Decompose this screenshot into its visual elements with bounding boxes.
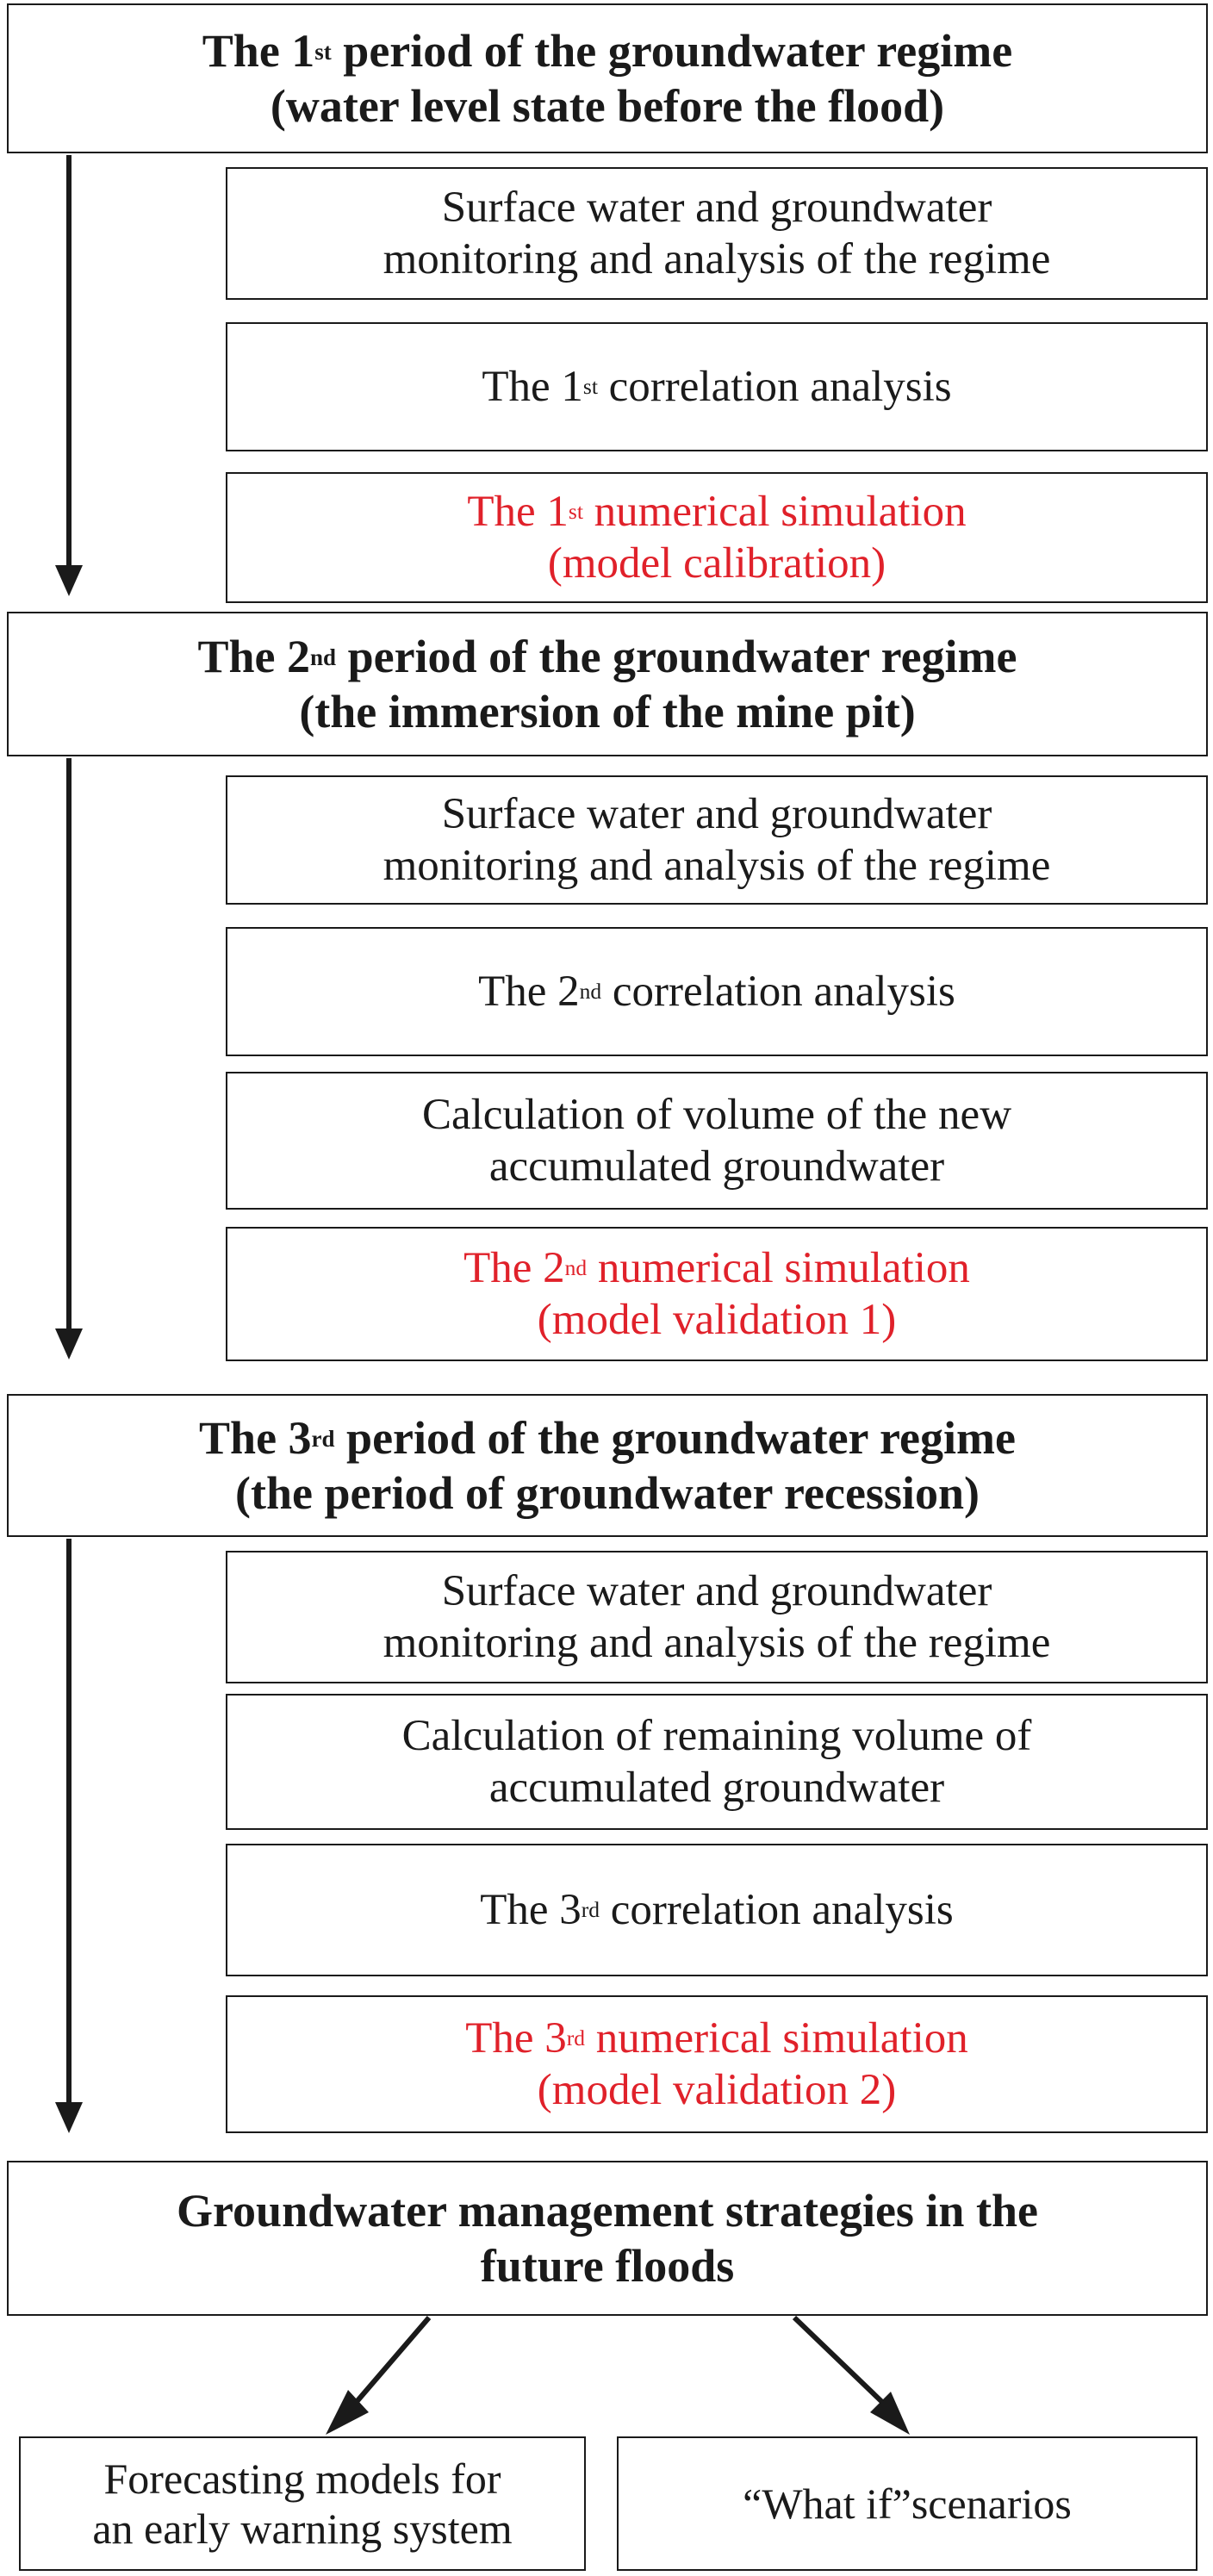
period-3-subtitle: (the period of groundwater recession) (235, 1467, 980, 1519)
left-branch-arrow-head (326, 2390, 369, 2435)
period-2-subtitle: (the immersion of the mine pit) (299, 686, 916, 737)
p1-correlation-step: The 1st correlation analysis (226, 322, 1208, 451)
p2-correlation-step: The 2nd correlation analysis (226, 927, 1208, 1056)
right-branch-arrow-head (870, 2392, 910, 2435)
period-1-header: The 1st period of the groundwater regime… (7, 3, 1208, 153)
left-branch-arrow-shaft (352, 2316, 432, 2405)
p3-monitoring-step: Surface water and groundwater monitoring… (226, 1551, 1208, 1683)
p3-simulation-step: The 3rd numerical simulation (model vali… (226, 1995, 1208, 2133)
p3-correlation-step: The 3rd correlation analysis (226, 1844, 1208, 1976)
p2-volume-step: Calculation of volume of the new accumul… (226, 1072, 1208, 1210)
p1-monitoring-step: Surface water and groundwater monitoring… (226, 167, 1208, 300)
period-1-arrow-head (55, 565, 83, 596)
period-1-title: The 1st period of the groundwater regime (202, 25, 1013, 77)
period-3-title: The 3rd period of the groundwater regime (199, 1412, 1016, 1464)
right-branch-arrow-shaft (792, 2315, 886, 2406)
period-3-arrow-head (55, 2102, 83, 2133)
p3-volume-step: Calculation of remaining volume of accum… (226, 1694, 1208, 1830)
what-if-scenarios-box: “What if”scenarios (617, 2436, 1197, 2571)
p2-monitoring-step: Surface water and groundwater monitoring… (226, 775, 1208, 905)
p1-simulation-step: The 1st numerical simulation (model cali… (226, 472, 1208, 603)
forecasting-models-box: Forecasting models for an early warning … (19, 2436, 586, 2571)
period-1-subtitle: (water level state before the flood) (270, 80, 945, 132)
period-2-title: The 2nd period of the groundwater regime (197, 631, 1017, 682)
period-2-header: The 2nd period of the groundwater regime… (7, 612, 1208, 756)
management-strategies-box: Groundwater management strategies in the… (7, 2161, 1208, 2316)
p2-simulation-step: The 2nd numerical simulation (model vali… (226, 1227, 1208, 1361)
period-2-arrow-head (55, 1328, 83, 1360)
period-3-header: The 3rd period of the groundwater regime… (7, 1394, 1208, 1537)
